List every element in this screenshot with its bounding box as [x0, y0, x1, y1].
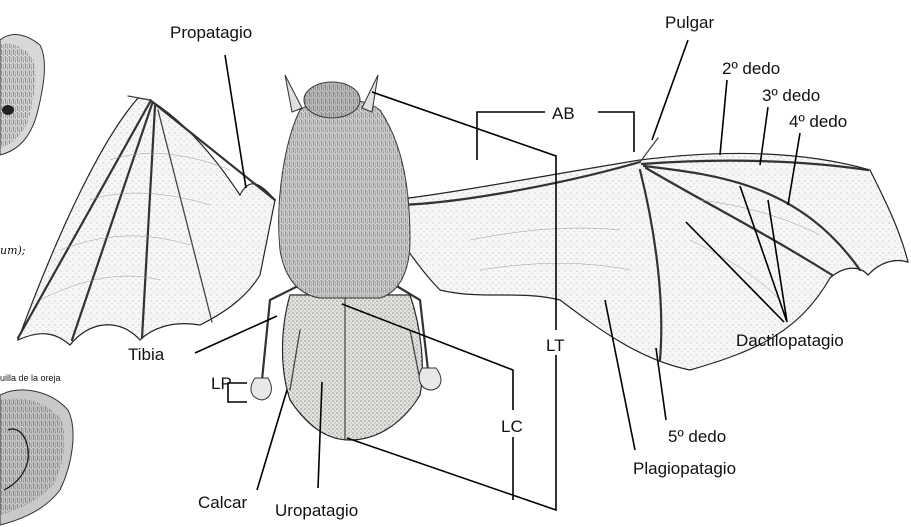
label-2-dedo: 2º dedo [722, 59, 780, 78]
label-calcar: Calcar [198, 493, 247, 512]
left-ear-closeup-illustration [0, 390, 73, 525]
label-ab: AB [552, 104, 575, 123]
label-plagiopatagio: Plagiopatagio [633, 459, 736, 478]
label-4-dedo: 4º dedo [789, 112, 847, 131]
label-dactilopatagio: Dactilopatagio [736, 331, 844, 350]
label-lp: LP [211, 374, 232, 393]
uropatagium [283, 295, 423, 440]
left-wing [18, 96, 275, 345]
bat-body [279, 75, 410, 298]
label-3-dedo: 3º dedo [762, 86, 820, 105]
left-ear-illustration [0, 35, 44, 155]
left-fragment-oreja: uilla de la oreja [0, 373, 61, 383]
label-lt: LT [546, 336, 565, 355]
label-propatagio: Propatagio [170, 23, 252, 42]
label-tibia: Tibia [128, 345, 165, 364]
label-5-dedo: 5º dedo [668, 427, 726, 446]
label-pulgar: Pulgar [665, 13, 714, 32]
label-lc: LC [501, 417, 523, 436]
left-fragment-um: um); [0, 244, 26, 257]
label-uropatagio: Uropatagio [275, 501, 358, 520]
